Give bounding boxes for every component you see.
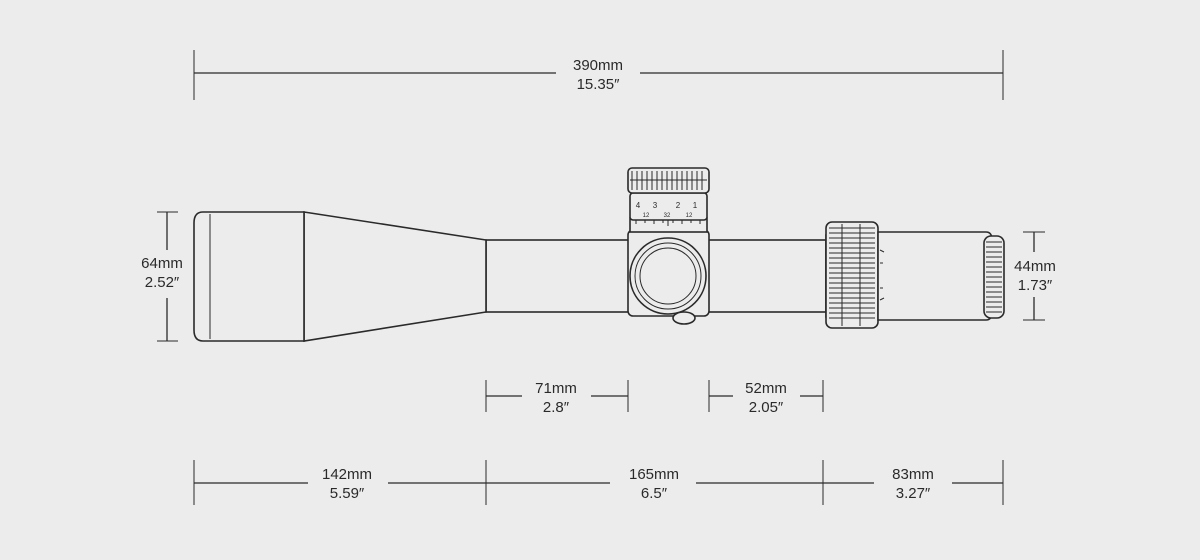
- turret-minor-32: 32: [664, 213, 671, 219]
- objective-section-inch: 5.59″: [330, 485, 365, 502]
- turret-minor-12-right: 12: [686, 213, 693, 219]
- turret-mark-4: 4: [636, 201, 641, 210]
- turret-scale: 4 3 2 1 12 32 12: [633, 201, 704, 226]
- tube-section-inch: 6.5″: [641, 485, 668, 502]
- eyepiece-diameter-inch: 1.73″: [1018, 277, 1053, 294]
- overall-length-dimension: 390mm 15.35″: [193, 50, 1004, 100]
- eyepiece-diameter-mm: 44mm: [1014, 258, 1056, 275]
- eyepiece-section-inch: 3.27″: [896, 485, 931, 502]
- objective-diameter-mm: 64mm: [141, 255, 183, 272]
- magnification-ring-knurling: [829, 224, 875, 326]
- turret-mount-span-dimension: 71mm 2.8″: [485, 380, 629, 416]
- rear-mount-span-mm: 52mm: [745, 380, 787, 397]
- rear-mount-span-inch: 2.05″: [749, 399, 784, 416]
- objective-housing: [193, 211, 305, 342]
- overall-length-mm: 390mm: [573, 57, 623, 74]
- eyepiece-diameter-dimension: 44mm 1.73″: [1014, 231, 1056, 321]
- rear-mount-span-dimension: 52mm 2.05″: [708, 380, 824, 416]
- turret-mark-2: 2: [676, 201, 681, 210]
- eyepiece-section-mm: 83mm: [892, 466, 934, 483]
- turret-minor-12-left: 12: [643, 213, 650, 219]
- section-dimensions: 142mm 5.59″ 165mm 6.5″ 83mm 3.27″: [193, 460, 1004, 505]
- turret-mount-span-mm: 71mm: [535, 380, 577, 397]
- tube-section-mm: 165mm: [629, 466, 679, 483]
- objective-section-mm: 142mm: [322, 466, 372, 483]
- scope-drawing: 4 3 2 1 12 32 12: [193, 167, 1005, 342]
- objective-diameter-inch: 2.52″: [145, 274, 180, 291]
- objective-diameter-dimension: 64mm 2.52″: [141, 211, 183, 342]
- turret-mount-span-inch: 2.8″: [543, 399, 570, 416]
- eyepiece-body: [877, 231, 993, 321]
- turret-mark-1: 1: [693, 201, 698, 210]
- turret-mark-3: 3: [653, 201, 658, 210]
- objective-bell: [303, 211, 487, 342]
- turret-knurling: [630, 171, 707, 190]
- lock-knob: [672, 311, 696, 325]
- overall-length-inch: 15.35″: [577, 76, 621, 93]
- diopter-knurling: [986, 241, 1002, 313]
- side-focus-knob: [629, 237, 707, 315]
